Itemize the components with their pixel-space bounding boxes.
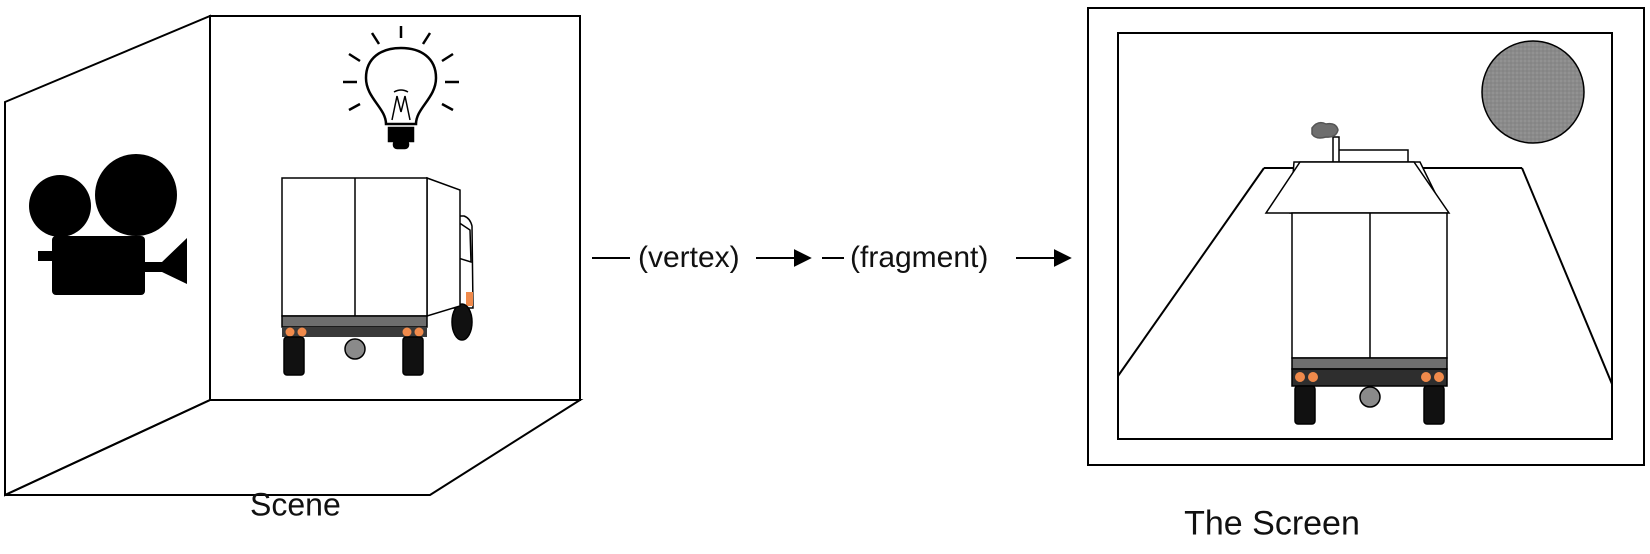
scene-label: Scene <box>250 486 341 523</box>
box-truck-rear-icon <box>1264 121 1451 425</box>
screen-frame <box>1087 7 1645 466</box>
scene-box <box>4 14 584 497</box>
light-bulb-icon <box>343 26 459 150</box>
screen-label: The Screen <box>1184 504 1360 543</box>
scene-floor <box>4 399 584 496</box>
vertex-stage-label: (vertex) <box>638 241 740 274</box>
sun-disc-icon <box>1481 40 1585 144</box>
box-truck-icon <box>281 176 474 376</box>
fragment-stage-label: (fragment) <box>850 241 989 274</box>
movie-camera-icon <box>29 154 187 295</box>
